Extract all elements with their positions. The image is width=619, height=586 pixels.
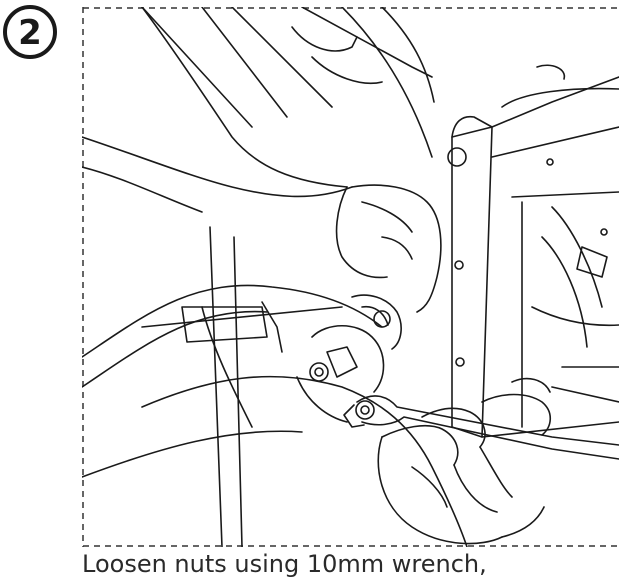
lower-hand (381, 424, 459, 466)
wrench-icon (356, 395, 619, 446)
hinge-bracket (451, 126, 493, 438)
upper-arm (82, 136, 353, 198)
nut-lower (355, 400, 375, 420)
step-number-badge: 2 (3, 5, 57, 59)
curved-handle (82, 284, 383, 358)
machine-box (501, 87, 619, 108)
step-number: 2 (18, 12, 42, 53)
hub-assembly (311, 325, 385, 393)
nut-upper (309, 362, 329, 382)
caption-text: Loosen nuts using 10mm wrench, (82, 550, 487, 578)
illustration-frame (82, 7, 619, 547)
dashed-frame (82, 7, 619, 547)
machine-panel (141, 7, 253, 128)
hand-with-wrench-icon (82, 7, 619, 547)
